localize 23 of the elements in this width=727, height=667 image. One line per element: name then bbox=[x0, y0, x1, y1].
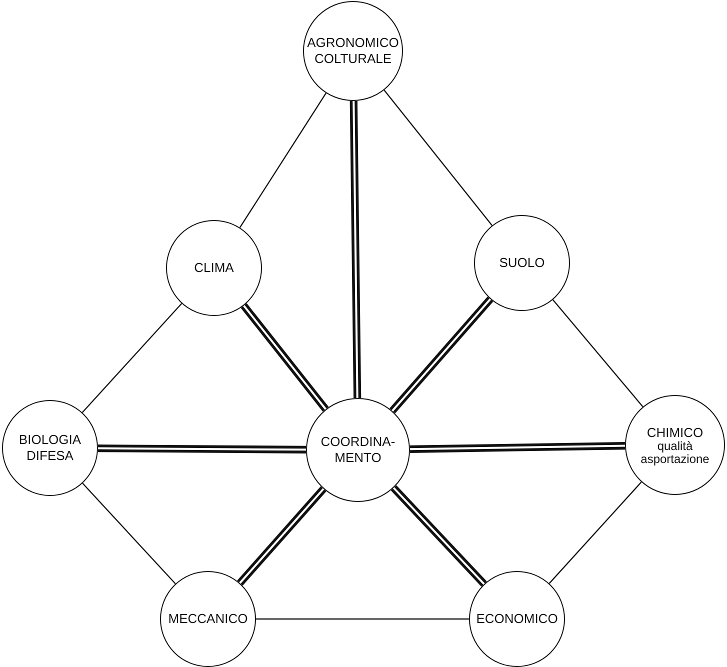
node-label: AGRONOMICO COLTURALE bbox=[306, 35, 400, 67]
double-line bbox=[240, 302, 330, 412]
node-label: SUOLO bbox=[498, 255, 546, 271]
connector-line bbox=[548, 482, 642, 584]
connector-line bbox=[82, 303, 182, 413]
node-label: BIOLOGIA DIFESA bbox=[18, 432, 82, 464]
node-label: CLIMA bbox=[193, 260, 235, 276]
connector-line bbox=[82, 482, 176, 584]
node-label: ECONOMICO bbox=[475, 611, 559, 627]
double-line bbox=[96, 444, 308, 454]
node-label: CHIMICO bbox=[646, 424, 704, 440]
connector-line bbox=[384, 90, 493, 226]
connector-line bbox=[239, 92, 327, 228]
connector-line bbox=[552, 299, 644, 408]
node-label: MECCANICO bbox=[167, 611, 249, 627]
node-label: COORDINA- MENTO bbox=[320, 434, 396, 466]
double-line bbox=[408, 442, 626, 453]
connector-line bbox=[256, 618, 469, 620]
double-line bbox=[390, 484, 488, 588]
double-line bbox=[236, 486, 327, 586]
double-line bbox=[389, 296, 494, 414]
node-subtitle: qualità asportazione bbox=[640, 440, 710, 466]
double-line bbox=[350, 100, 362, 400]
